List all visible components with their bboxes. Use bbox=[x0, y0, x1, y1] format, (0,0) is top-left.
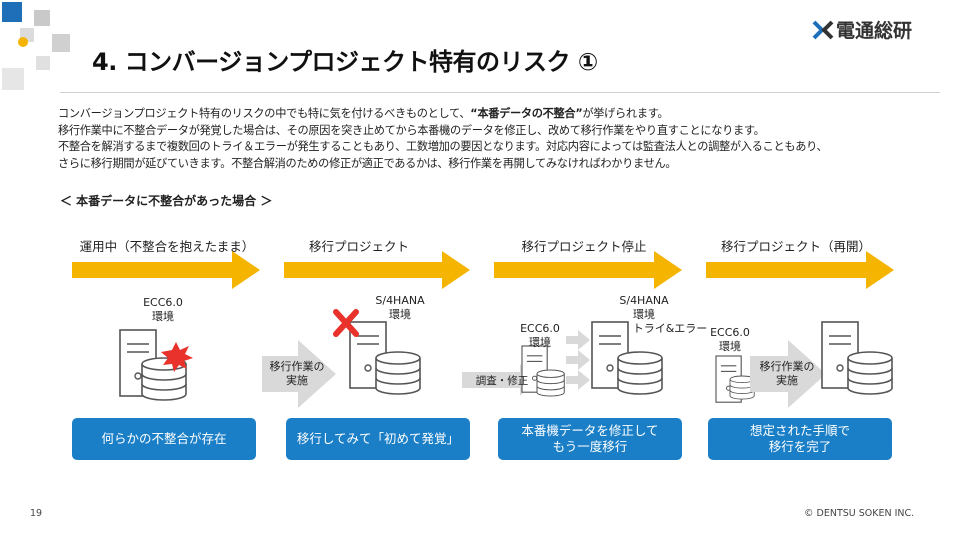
phase-arrow-2 bbox=[284, 251, 470, 289]
phase2-arrow-text: 移行作業の 実施 bbox=[269, 360, 325, 387]
phase3-small-system-label: ECC6.0 環境 bbox=[520, 322, 560, 349]
phase3-caption: 本番機データを修正して もう一度移行 bbox=[498, 418, 682, 460]
title-divider bbox=[60, 92, 940, 93]
phase1-system-label: ECC6.0 環境 bbox=[143, 296, 183, 323]
phase-label-3: 移行プロジェクト停止 bbox=[521, 239, 647, 254]
body-line-1: コンバージョンプロジェクト特有のリスクの中でも特に気を付けるべきものとして、“本… bbox=[58, 106, 918, 123]
copyright-text: © DENTSU SOKEN INC. bbox=[804, 508, 915, 519]
phase3-small-database-icon bbox=[536, 369, 565, 397]
logo-mark-icon bbox=[812, 20, 834, 40]
error-burst-icon bbox=[161, 342, 193, 372]
company-logo: 電通総研 bbox=[812, 16, 912, 43]
phase3-database-icon bbox=[617, 351, 663, 395]
body-line-1-pre: コンバージョンプロジェクト特有のリスクの中でも特に気を付けるべきものとして、 bbox=[58, 107, 471, 120]
phase4-database-icon bbox=[847, 351, 893, 395]
phase3-system-label: S/4HANA 環境 bbox=[619, 294, 669, 321]
corner-decoration bbox=[2, 2, 70, 90]
page-title: 4. コンバージョンプロジェクト特有のリスク ① bbox=[92, 48, 598, 76]
phase4-system-label: ECC6.0 環境 bbox=[710, 326, 750, 353]
phase-arrow-1 bbox=[72, 251, 260, 289]
phase-label-1: 運用中（不整合を抱えたまま） bbox=[79, 239, 255, 254]
body-line-1-bold: “本番データの不整合” bbox=[470, 107, 583, 120]
phase3-trial-text: トライ&エラー bbox=[632, 322, 708, 335]
body-line-3: 不整合を解消するまで複数回のトライ＆エラーが発生することもあり、工数増加の要因と… bbox=[58, 140, 828, 153]
phase-label-4: 移行プロジェクト（再開） bbox=[720, 239, 871, 254]
phase-arrow-4 bbox=[706, 251, 894, 289]
page-number: 19 bbox=[30, 508, 43, 519]
phase1-caption: 何らかの不整合が存在 bbox=[72, 418, 256, 460]
phase2-system-label: S/4HANA 環境 bbox=[375, 294, 425, 321]
phase3-fix-text: 調査・修正 bbox=[475, 375, 529, 387]
phase3-trial-arrows bbox=[566, 330, 590, 390]
body-paragraph: コンバージョンプロジェクト特有のリスクの中でも特に気を付けるべきものとして、“本… bbox=[58, 106, 918, 172]
section-subheading: ＜ 本番データに不整合があった場合 ＞ bbox=[60, 194, 273, 208]
phase2-migration-arrow bbox=[262, 340, 336, 408]
phase4-caption: 想定された手順で 移行を完了 bbox=[708, 418, 892, 460]
phase4-arrow-text: 移行作業の 実施 bbox=[759, 360, 815, 387]
phase2-caption: 移行してみて「初めて発覚」 bbox=[286, 418, 470, 460]
phase3-fix-arrow bbox=[462, 364, 536, 396]
body-line-4: さらに移行期間が延びていきます。不整合解消のための修正が適正であるかは、移行作業… bbox=[58, 156, 677, 170]
phase4-migration-arrow bbox=[750, 340, 826, 408]
error-x-icon bbox=[333, 309, 359, 337]
phase-arrow-3 bbox=[494, 251, 682, 289]
logo-text: 電通総研 bbox=[836, 20, 913, 42]
body-line-1-post: が挙げられます。 bbox=[582, 107, 669, 120]
body-line-2: 移行作業中に不整合データが発覚した場合は、その原因を突き止めてから本番機のデータ… bbox=[58, 123, 765, 137]
phase-label-2: 移行プロジェクト bbox=[308, 239, 409, 254]
phase2-database-icon bbox=[375, 351, 421, 395]
